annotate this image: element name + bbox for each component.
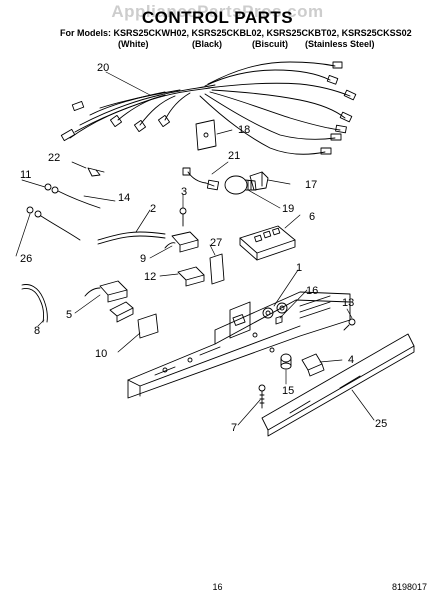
callout-19: 19 <box>282 203 294 215</box>
callout-12: 12 <box>144 271 156 283</box>
wire-clip <box>87 167 105 177</box>
screw-7 <box>258 384 266 409</box>
callout-1: 1 <box>296 262 302 274</box>
control-housing <box>127 291 351 399</box>
foam-tube <box>97 231 166 245</box>
callout-17: 17 <box>305 179 317 191</box>
callout-26: 26 <box>20 253 32 265</box>
callout-21: 21 <box>228 150 240 162</box>
callout-6: 6 <box>309 211 315 223</box>
watermark: AppliancePartsPros.com <box>111 2 324 21</box>
callout-27: 27 <box>210 237 222 249</box>
callout-14: 14 <box>118 192 130 204</box>
wire-harness <box>60 61 357 155</box>
page-number: 16 <box>212 582 223 592</box>
callout-8: 8 <box>34 325 40 337</box>
callout-16: 16 <box>306 285 318 297</box>
light-socket <box>249 171 269 191</box>
callout-11: 11 <box>20 169 31 181</box>
callout-3: 3 <box>181 186 187 198</box>
color-label-stainless: (Stainless Steel) <box>305 39 375 49</box>
mounting-plate <box>195 119 217 151</box>
connector <box>182 167 220 191</box>
callout-9: 9 <box>140 253 146 265</box>
callout-15: 15 <box>282 385 294 397</box>
screw-16 <box>275 315 283 325</box>
thermistor-upper <box>44 183 101 209</box>
document-number: 8198017 <box>391 582 427 592</box>
color-label-black: (Black) <box>192 39 223 49</box>
callout-7: 7 <box>231 422 237 434</box>
callout-10: 10 <box>95 348 107 360</box>
color-label-biscuit: (Biscuit) <box>252 39 288 49</box>
bracket <box>109 301 134 323</box>
screw <box>179 207 187 227</box>
leader-lines <box>15 71 375 426</box>
switch-5 <box>84 280 128 303</box>
foam-tube-8 <box>21 284 48 323</box>
bracket-4 <box>301 353 325 377</box>
callout-25: 25 <box>375 418 387 430</box>
control-module <box>239 225 296 261</box>
callout-2: 2 <box>150 203 156 215</box>
callout-18: 18 <box>238 124 250 136</box>
callout-5: 5 <box>66 309 72 321</box>
thermostat-knob <box>280 353 292 370</box>
callout-4: 4 <box>348 354 354 366</box>
callout-13: 13 <box>342 297 354 309</box>
label-27 <box>209 253 225 285</box>
models-line: For Models: KSRS25CKWH02, KSRS25CKBL02, … <box>60 28 412 38</box>
light-bulb <box>224 175 257 195</box>
callout-22: 22 <box>48 152 60 164</box>
thermistor-lower <box>26 206 81 241</box>
front-panel <box>261 333 415 437</box>
switch-12 <box>177 266 205 287</box>
callout-20: 20 <box>97 62 109 74</box>
switch-9 <box>164 231 199 253</box>
label-10 <box>137 313 159 339</box>
screw-13 <box>343 318 356 331</box>
color-label-white: (White) <box>118 39 149 49</box>
page-title: CONTROL PARTS <box>141 8 294 27</box>
